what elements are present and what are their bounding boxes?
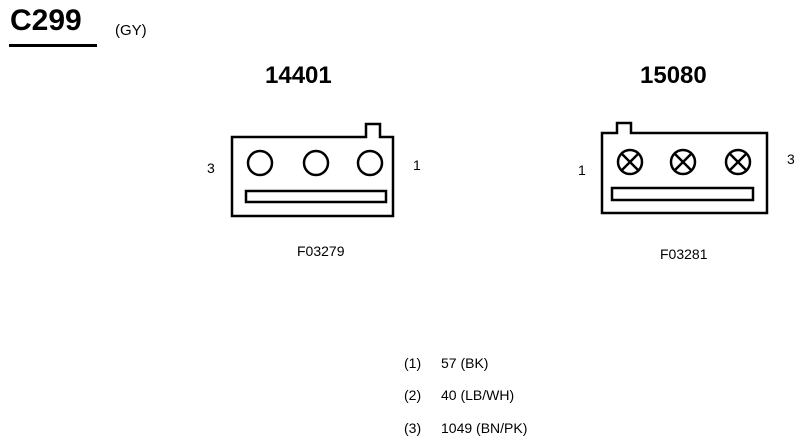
legend-index: (3)	[404, 420, 422, 436]
connector-color: (GY)	[115, 22, 147, 39]
legend-value: 1049 (BN/PK)	[441, 420, 528, 436]
connector-2-terminal-3	[724, 148, 752, 176]
connector-1-pin-left: 3	[207, 160, 215, 176]
connector-2-id: 15080	[640, 62, 707, 89]
connector-1-terminal-2	[302, 149, 330, 177]
connector-1-slot	[244, 189, 388, 204]
connector-2-terminal-2	[669, 148, 697, 176]
connector-2-housing	[600, 121, 769, 215]
connector-1-terminal-1	[356, 149, 384, 177]
connector-1-housing	[230, 122, 395, 218]
connector-2-part-number: F03281	[660, 246, 708, 262]
connector-1-terminal-3	[246, 149, 274, 177]
legend-index: (2)	[404, 387, 422, 403]
connector-2-diagram	[600, 121, 769, 215]
connector-1-part-number: F03279	[297, 243, 345, 259]
legend-index: (1)	[404, 355, 422, 371]
title-underline	[9, 44, 97, 47]
connector-1-id: 14401	[265, 62, 332, 89]
connector-2-pin-left: 1	[578, 162, 586, 178]
connector-title: C299	[10, 4, 82, 37]
connector-1-diagram	[230, 122, 395, 218]
legend-value: 40 (LB/WH)	[441, 387, 515, 403]
connector-1-pin-right: 1	[413, 157, 421, 173]
connector-2-slot	[610, 186, 755, 202]
legend-value: 57 (BK)	[441, 355, 489, 371]
connector-2-pin-right: 3	[787, 151, 795, 167]
connector-2-terminal-1	[616, 148, 644, 176]
